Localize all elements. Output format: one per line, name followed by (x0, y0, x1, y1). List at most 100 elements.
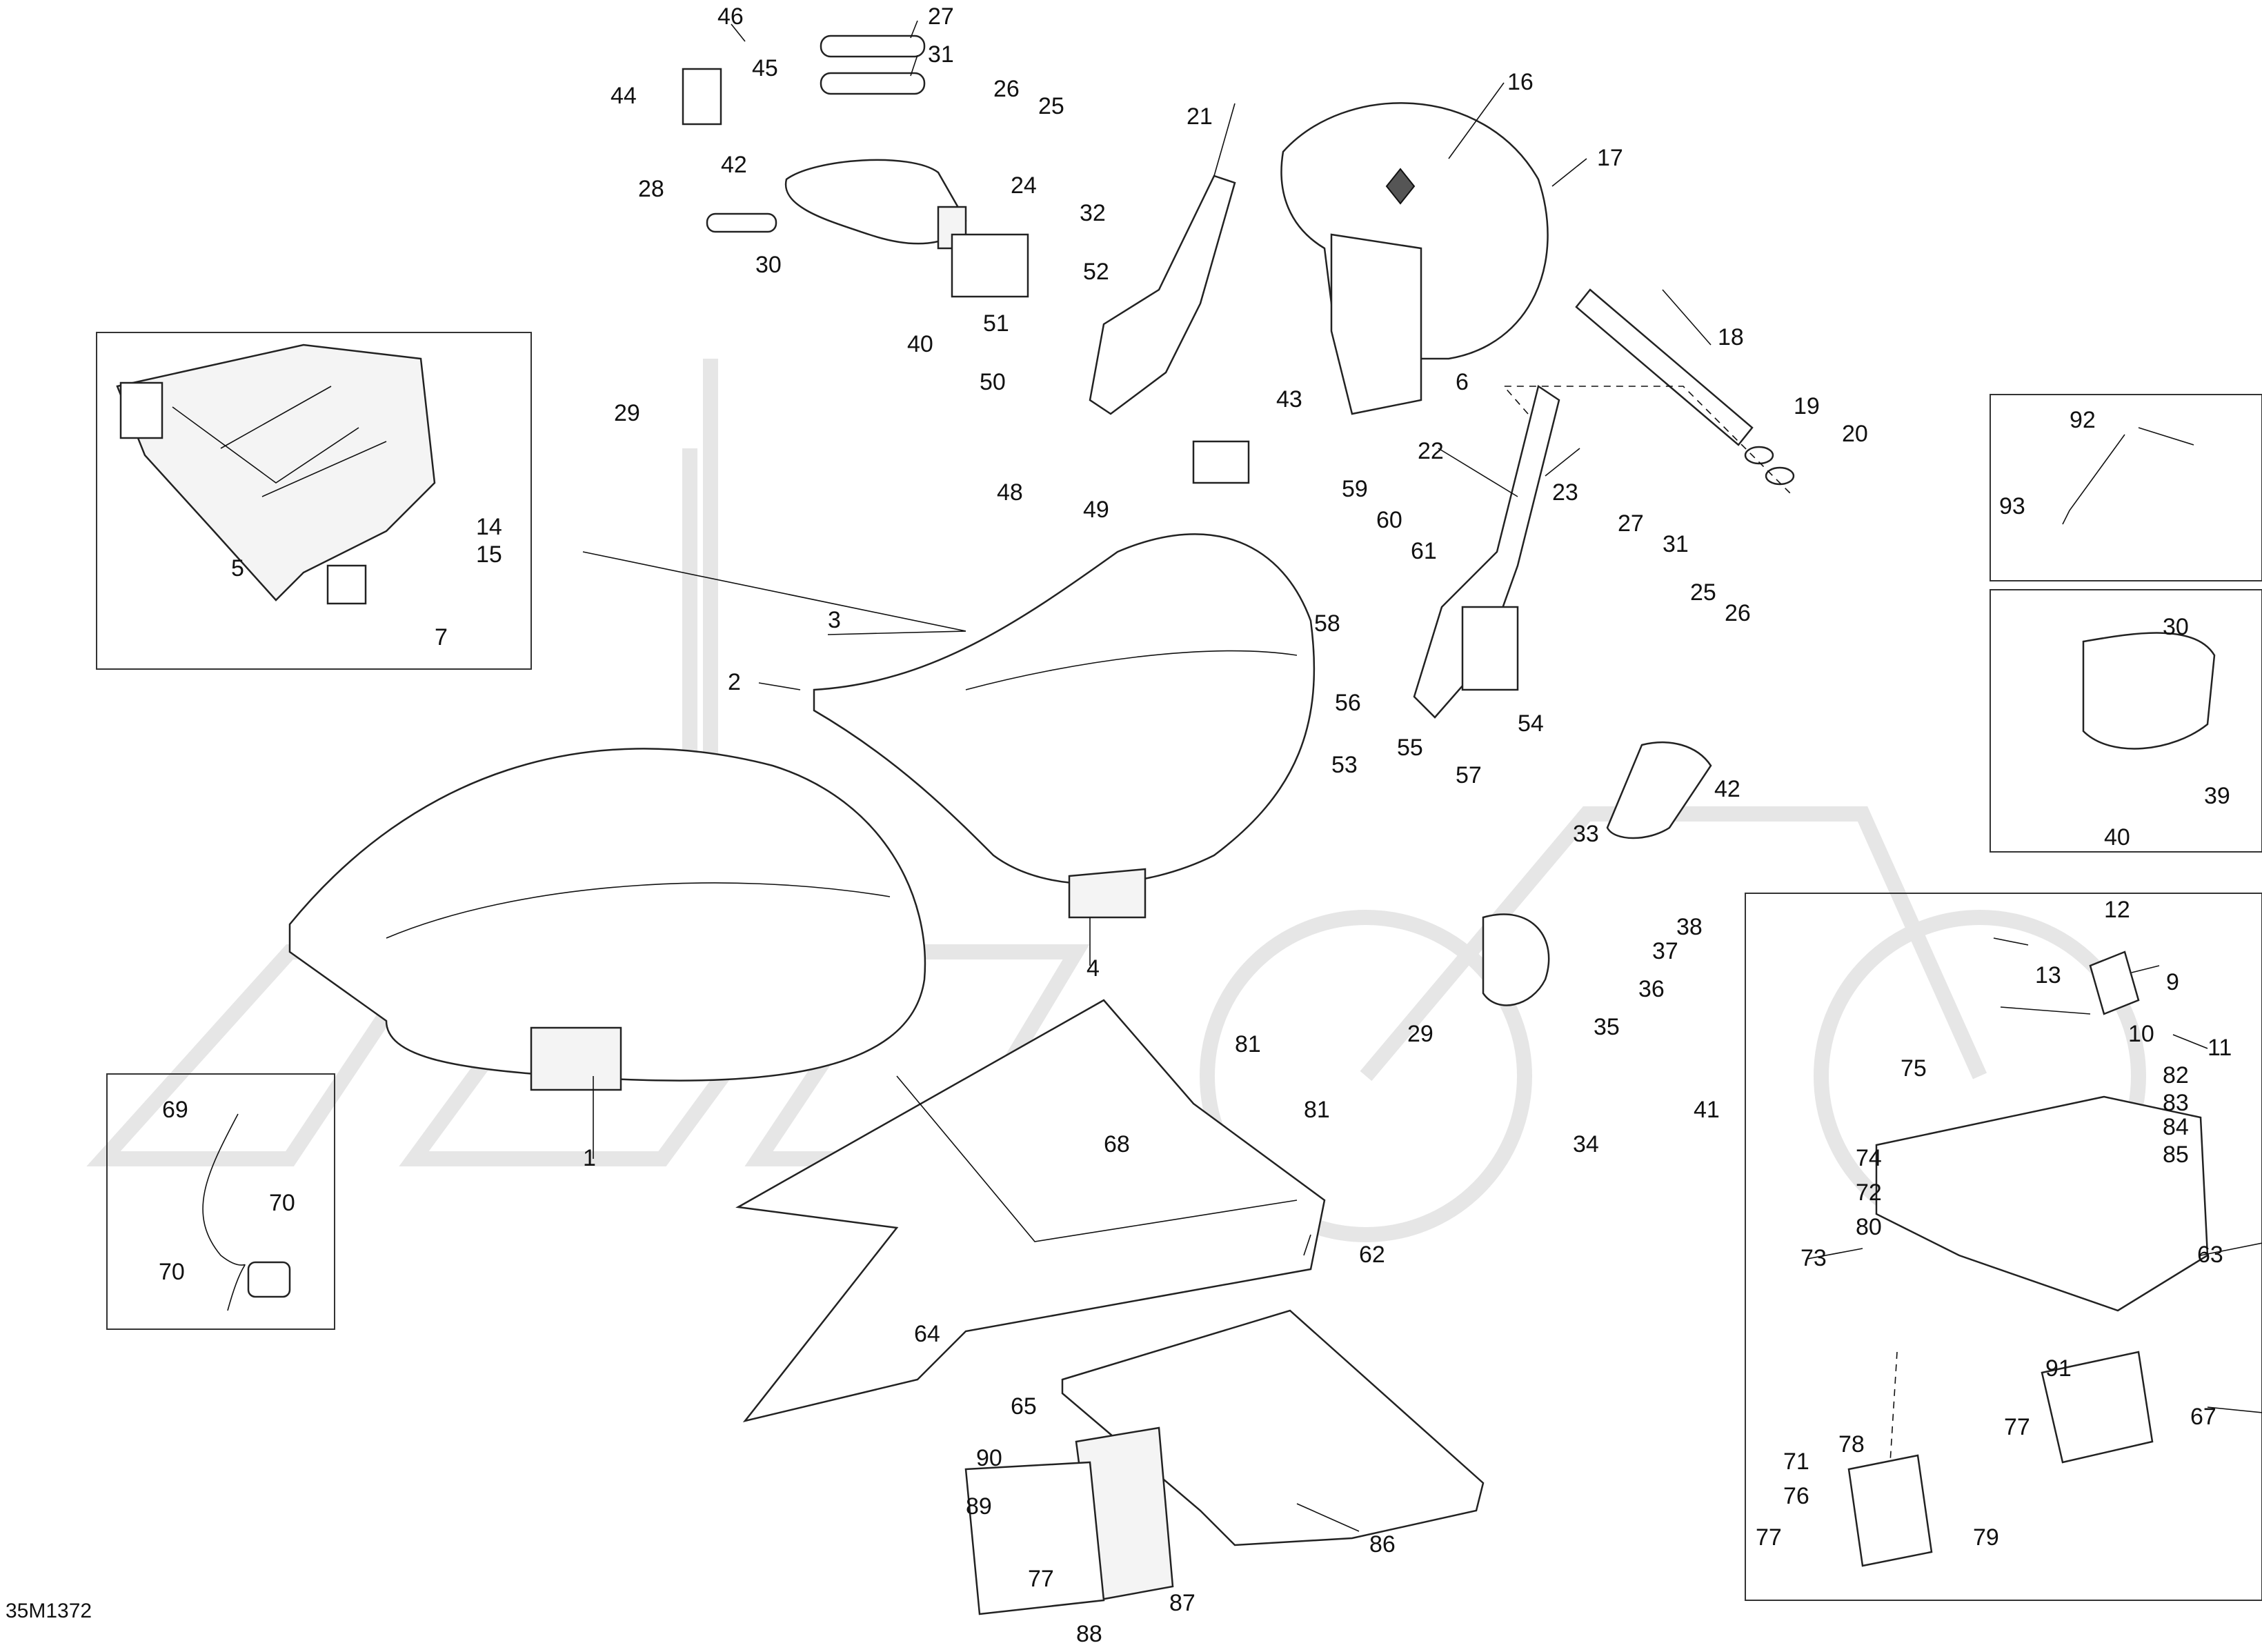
callout-3: 3 (828, 607, 841, 633)
callout-51: 51 (983, 310, 1009, 337)
callout-87: 87 (1169, 1590, 1196, 1616)
callout-13: 13 (2035, 962, 2061, 988)
callout-32: 32 (1080, 200, 1106, 226)
tube-part (1575, 288, 1754, 446)
grip-31-part (820, 72, 926, 95)
handle-35-part (1482, 913, 1550, 1006)
callout-labels: 46 27 45 44 31 26 25 16 21 17 42 24 28 3… (159, 3, 2232, 1647)
mat-part (1061, 1309, 1485, 1546)
callout-20: 20 (1842, 421, 1868, 447)
callout-39: 39 (2204, 783, 2230, 809)
callout-31: 31 (928, 41, 954, 68)
callout-59: 59 (1342, 476, 1368, 502)
callout-17: 17 (1597, 145, 1623, 171)
callout-30: 30 (755, 252, 782, 278)
lanyard-grip (247, 1261, 291, 1298)
callout-26b: 26 (1725, 600, 1751, 626)
storage-tray-part (735, 999, 1326, 1423)
callout-24: 24 (1011, 172, 1037, 199)
callout-89: 89 (966, 1493, 992, 1520)
callout-35: 35 (1594, 1014, 1620, 1040)
callout-40: 40 (907, 331, 933, 357)
lanyard-inset-box (106, 1073, 335, 1330)
callout-43: 43 (1276, 386, 1302, 412)
plate-44-part (682, 68, 722, 126)
callout-42: 42 (721, 152, 747, 178)
callout-27: 27 (928, 3, 954, 30)
callout-81b: 81 (1304, 1097, 1330, 1123)
callout-7: 7 (435, 624, 448, 650)
callout-33: 33 (1573, 821, 1599, 847)
callout-9: 9 (2166, 969, 2179, 995)
callout-75: 75 (1901, 1055, 1927, 1082)
drawing-code: 35M1372 (6, 1600, 92, 1622)
callout-15: 15 (476, 541, 502, 568)
callout-6: 6 (1456, 369, 1469, 395)
callout-4: 4 (1087, 955, 1100, 982)
callout-55: 55 (1397, 735, 1423, 761)
callout-72: 72 (1856, 1180, 1882, 1206)
callout-21: 21 (1187, 103, 1213, 130)
callout-77: 77 (2004, 1414, 2030, 1440)
callout-64: 64 (914, 1321, 940, 1347)
callout-86: 86 (1369, 1531, 1396, 1558)
callout-26: 26 (993, 76, 1020, 102)
callout-48: 48 (997, 479, 1023, 506)
callout-62: 62 (1359, 1242, 1385, 1268)
handle-24-part (784, 159, 967, 250)
callout-60: 60 (1376, 507, 1402, 533)
callout-56: 56 (1335, 690, 1361, 716)
callout-41: 41 (1694, 1097, 1720, 1123)
callout-93: 93 (1999, 493, 2025, 519)
module-32-part (951, 233, 1029, 298)
callout-83: 83 (2163, 1090, 2189, 1116)
callout-73: 73 (1800, 1245, 1827, 1271)
backrest-part (1280, 102, 1549, 415)
callout-68: 68 (1104, 1131, 1130, 1157)
bracket-21-part (1089, 175, 1236, 415)
callout-57: 57 (1456, 762, 1482, 788)
callout-92: 92 (2070, 407, 2096, 433)
callout-77b: 77 (1756, 1524, 1782, 1551)
callout-49: 49 (1083, 497, 1109, 523)
callout-46: 46 (717, 3, 744, 30)
callout-25: 25 (1038, 93, 1064, 119)
callout-45: 45 (752, 55, 778, 81)
plate-43-part (1192, 440, 1250, 484)
callout-1: 1 (583, 1145, 596, 1171)
seat-2-part (288, 748, 926, 1091)
callout-30b: 30 (2163, 614, 2189, 640)
callout-82: 82 (2163, 1062, 2189, 1088)
callout-74: 74 (1856, 1145, 1882, 1171)
callout-22: 22 (1418, 438, 1444, 464)
callout-53: 53 (1331, 752, 1358, 778)
handle-33-part (1606, 742, 1712, 839)
callout-91: 91 (2045, 1355, 2072, 1382)
washer-20-part (1765, 466, 1795, 486)
callout-12: 12 (2104, 897, 2130, 923)
callout-42b: 42 (1714, 776, 1740, 802)
callout-29: 29 (614, 400, 640, 426)
callout-23: 23 (1552, 479, 1578, 506)
callout-2: 2 (728, 669, 741, 695)
leader-lines (582, 20, 2262, 1532)
callout-71: 71 (1783, 1449, 1809, 1475)
callout-5: 5 (231, 555, 244, 581)
callout-81: 81 (1235, 1031, 1261, 1057)
bracket-22-part (1413, 384, 1560, 719)
callout-34: 34 (1573, 1131, 1599, 1157)
callout-50: 50 (980, 369, 1006, 395)
callout-16: 16 (1507, 69, 1534, 95)
rack-inset-box (1745, 893, 2262, 1601)
frame-inset-box (96, 332, 532, 670)
callout-28: 28 (638, 176, 664, 202)
callout-76: 76 (1783, 1483, 1809, 1509)
rack-part (1847, 951, 2209, 1567)
callout-11: 11 (2208, 1035, 2232, 1061)
callout-14: 14 (476, 514, 502, 540)
callout-19: 19 (1794, 393, 1820, 419)
callout-90: 90 (976, 1445, 1002, 1471)
callout-27b: 27 (1618, 510, 1644, 537)
callout-18: 18 (1718, 324, 1744, 350)
callout-10: 10 (2128, 1021, 2154, 1047)
